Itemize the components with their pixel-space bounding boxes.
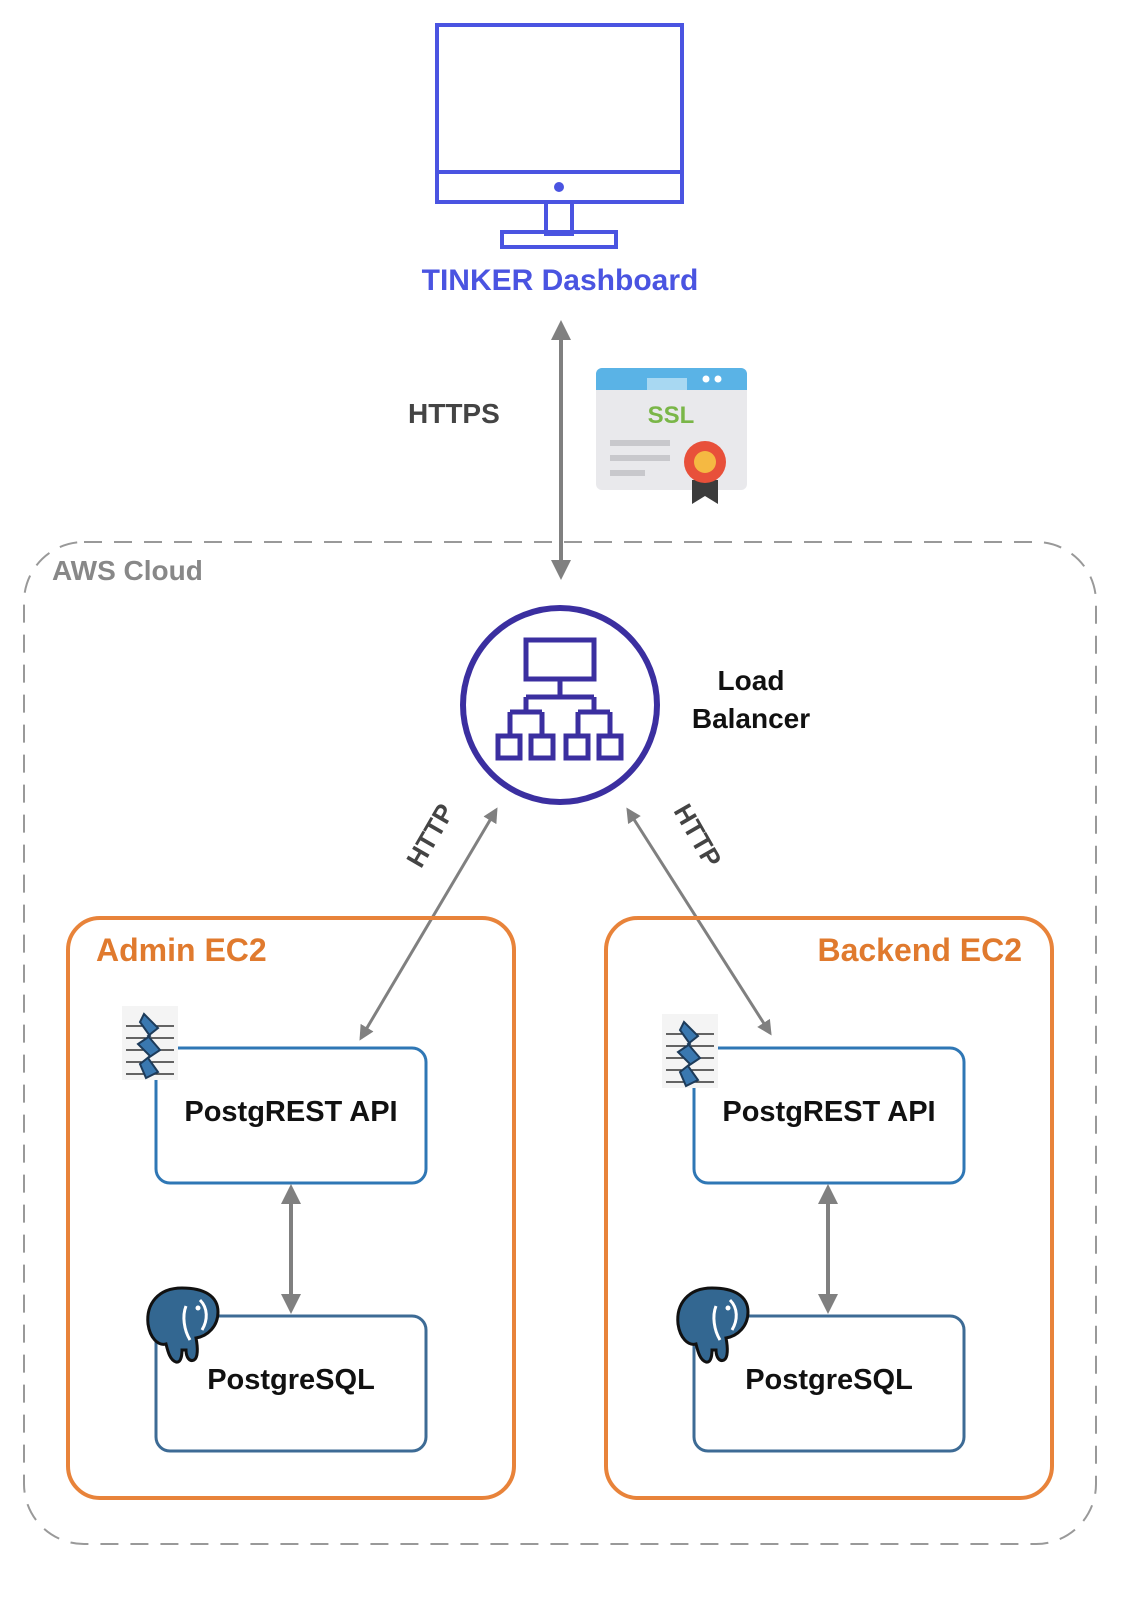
postgresql-elephant-icon (146, 1286, 220, 1364)
postgrest-logo-icon (662, 1014, 718, 1088)
admin-ec2-box (66, 916, 516, 1500)
http-arrow-right (626, 807, 772, 1036)
http-arrow-left (359, 807, 498, 1041)
load-balancer-tree (495, 637, 624, 761)
ssl-label: SSL (648, 402, 695, 429)
load-balancer-label-line2: Balancer (691, 703, 811, 734)
backend-ec2-box (604, 916, 1054, 1500)
backend-postgrest-label: PostgREST API (722, 1096, 936, 1128)
http-label-right: HTTP (668, 799, 728, 873)
backend-ec2-title: Backend EC2 (817, 932, 1022, 968)
backend-postgrest-box (692, 1046, 966, 1185)
load-balancer-label-line1: Load (717, 665, 785, 696)
admin-postgrest-box (154, 1046, 428, 1185)
load-balancer-icon (460, 605, 660, 805)
http-label-left: HTTP (400, 799, 460, 873)
backend-postgresql-label: PostgreSQL (745, 1364, 913, 1396)
admin-postgrest-label: PostgREST API (184, 1096, 398, 1128)
monitor-icon (435, 23, 684, 249)
admin-ec2-title: Admin EC2 (96, 932, 267, 968)
admin-postgresql-box (154, 1314, 428, 1453)
aws-cloud-label: AWS Cloud (52, 555, 203, 586)
dashboard-label: TINKER Dashboard (421, 264, 699, 297)
postgresql-elephant-icon (676, 1286, 750, 1364)
load-balancer-label: Load Balancer (670, 662, 832, 738)
backend-postgresql-box (692, 1314, 966, 1453)
admin-postgresql-label: PostgreSQL (207, 1364, 375, 1396)
https-label: HTTPS (408, 398, 500, 429)
monitor-power-dot (554, 182, 564, 192)
aws-cloud-boundary (23, 541, 1097, 1545)
postgrest-logo-icon (122, 1006, 178, 1080)
ssl-certificate-icon (596, 368, 747, 504)
